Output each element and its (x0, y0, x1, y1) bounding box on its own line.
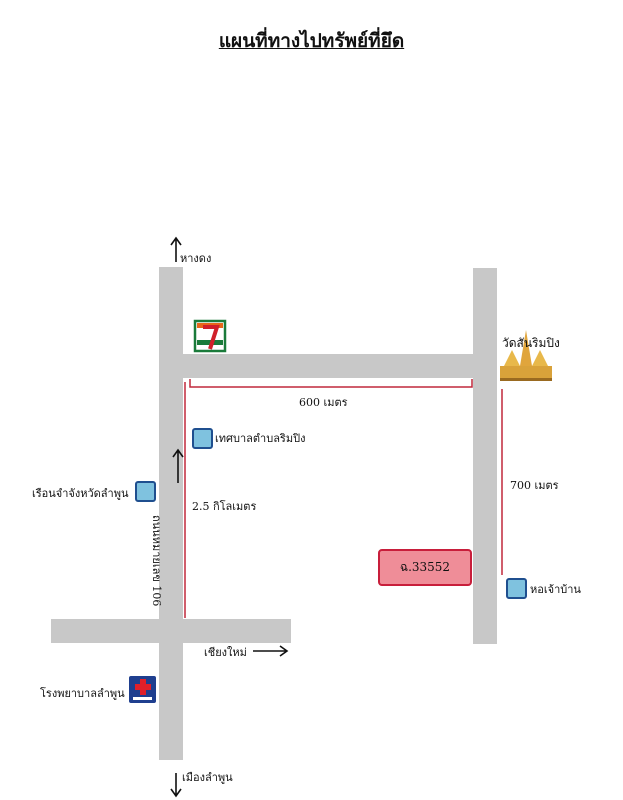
hospital-cross-icon (129, 676, 156, 703)
north-destination-label: หางดง (180, 252, 212, 265)
road-right-vertical (473, 268, 497, 644)
seven-eleven-logo-icon (193, 319, 227, 353)
prison-label: เรือนจำจังหวัดลำพูน (32, 487, 129, 500)
arrow-up-icon (172, 448, 184, 483)
road-main-vertical (159, 267, 183, 760)
road-name-label: ถนนหมายเลข 106 (150, 515, 163, 607)
house-marker (506, 578, 527, 599)
map-title: แผนที่ทางไปทรัพย์ที่ยึด (218, 30, 405, 52)
distance-top-label: 600 เมตร (299, 396, 348, 409)
municipality-marker (192, 428, 213, 449)
east-destination-label: เชียงใหม่ (204, 646, 247, 659)
south-destination-label: เมืองลำพูน (182, 771, 233, 784)
temple-label: วัดสันริมปิง (502, 336, 560, 350)
arrow-south-icon (170, 773, 182, 798)
arrow-east-icon (253, 645, 289, 657)
distance-right-label: 700 เมตร (510, 479, 559, 492)
distance-left-label: 2.5 กิโลเมตร (192, 500, 257, 513)
temple-icon (500, 330, 552, 381)
arrow-north-icon (170, 236, 182, 262)
municipality-label: เทศบาลตำบลริมปิง (215, 432, 306, 445)
prison-marker (135, 481, 156, 502)
distance-line-top (189, 379, 473, 388)
road-top-horizontal (159, 354, 497, 378)
plot-box: ฉ.33552 (378, 549, 472, 586)
house-label: หอเจ้าบ้าน (530, 583, 581, 596)
hospital-label: โรงพยาบาลลำพูน (40, 687, 125, 700)
road-bottom-horizontal (51, 619, 291, 643)
